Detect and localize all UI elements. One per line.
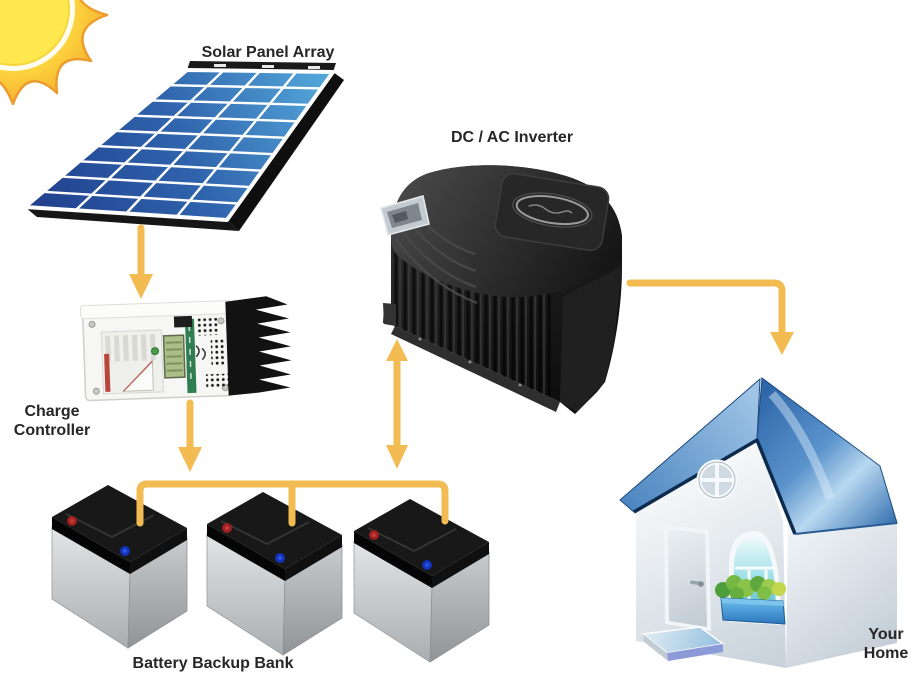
label-solar-panel-array: Solar Panel Array <box>202 44 335 61</box>
panel-cell-grid <box>42 69 322 218</box>
controller-vent-grid <box>205 373 231 390</box>
battery-backup-bank <box>51 485 490 663</box>
arrow-panel-to-controller <box>129 224 153 299</box>
label-charge-controller-line1: Charge <box>24 403 79 420</box>
panel-frame-brackets <box>214 64 320 69</box>
house-side-wall <box>786 520 897 668</box>
panel-right-edge <box>227 72 344 231</box>
connection-arrows <box>129 224 794 527</box>
label-battery-backup-bank: Battery Backup Bank <box>133 655 294 672</box>
label-dc-ac-inverter: DC / AC Inverter <box>451 129 573 146</box>
controller-vent-grid <box>196 317 220 336</box>
label-your-home-line2: Home <box>864 645 909 662</box>
controller-green-button <box>151 347 160 356</box>
label-charge-controller-line2: Controller <box>14 422 90 439</box>
sun-icon <box>0 0 109 106</box>
arrow-controller-to-batteries <box>178 399 202 472</box>
solar-panel-array <box>23 61 344 231</box>
panel-bottom-edge <box>25 207 239 231</box>
heatsink-fins <box>225 296 292 396</box>
controller-red-stripe <box>104 353 111 392</box>
battery-2 <box>206 491 343 656</box>
flower-box-plants <box>715 575 786 601</box>
inverter-fins <box>394 240 551 397</box>
arrow-batteries-inverter-bidirectional <box>386 339 408 469</box>
charge-controller <box>80 296 292 402</box>
house-door <box>668 529 707 627</box>
controller-vent-grid <box>210 338 227 368</box>
labels: Solar Panel Array DC / AC Inverter Charg… <box>14 44 909 672</box>
dc-ac-inverter <box>380 165 622 414</box>
your-home-house <box>619 377 898 668</box>
battery-3 <box>353 498 490 663</box>
battery-bus-wire <box>136 480 449 527</box>
arrow-inverter-to-home <box>626 279 794 355</box>
inverter-logo-oval <box>515 195 589 226</box>
battery-1 <box>51 485 188 649</box>
label-your-home-line1: Your <box>868 626 903 643</box>
